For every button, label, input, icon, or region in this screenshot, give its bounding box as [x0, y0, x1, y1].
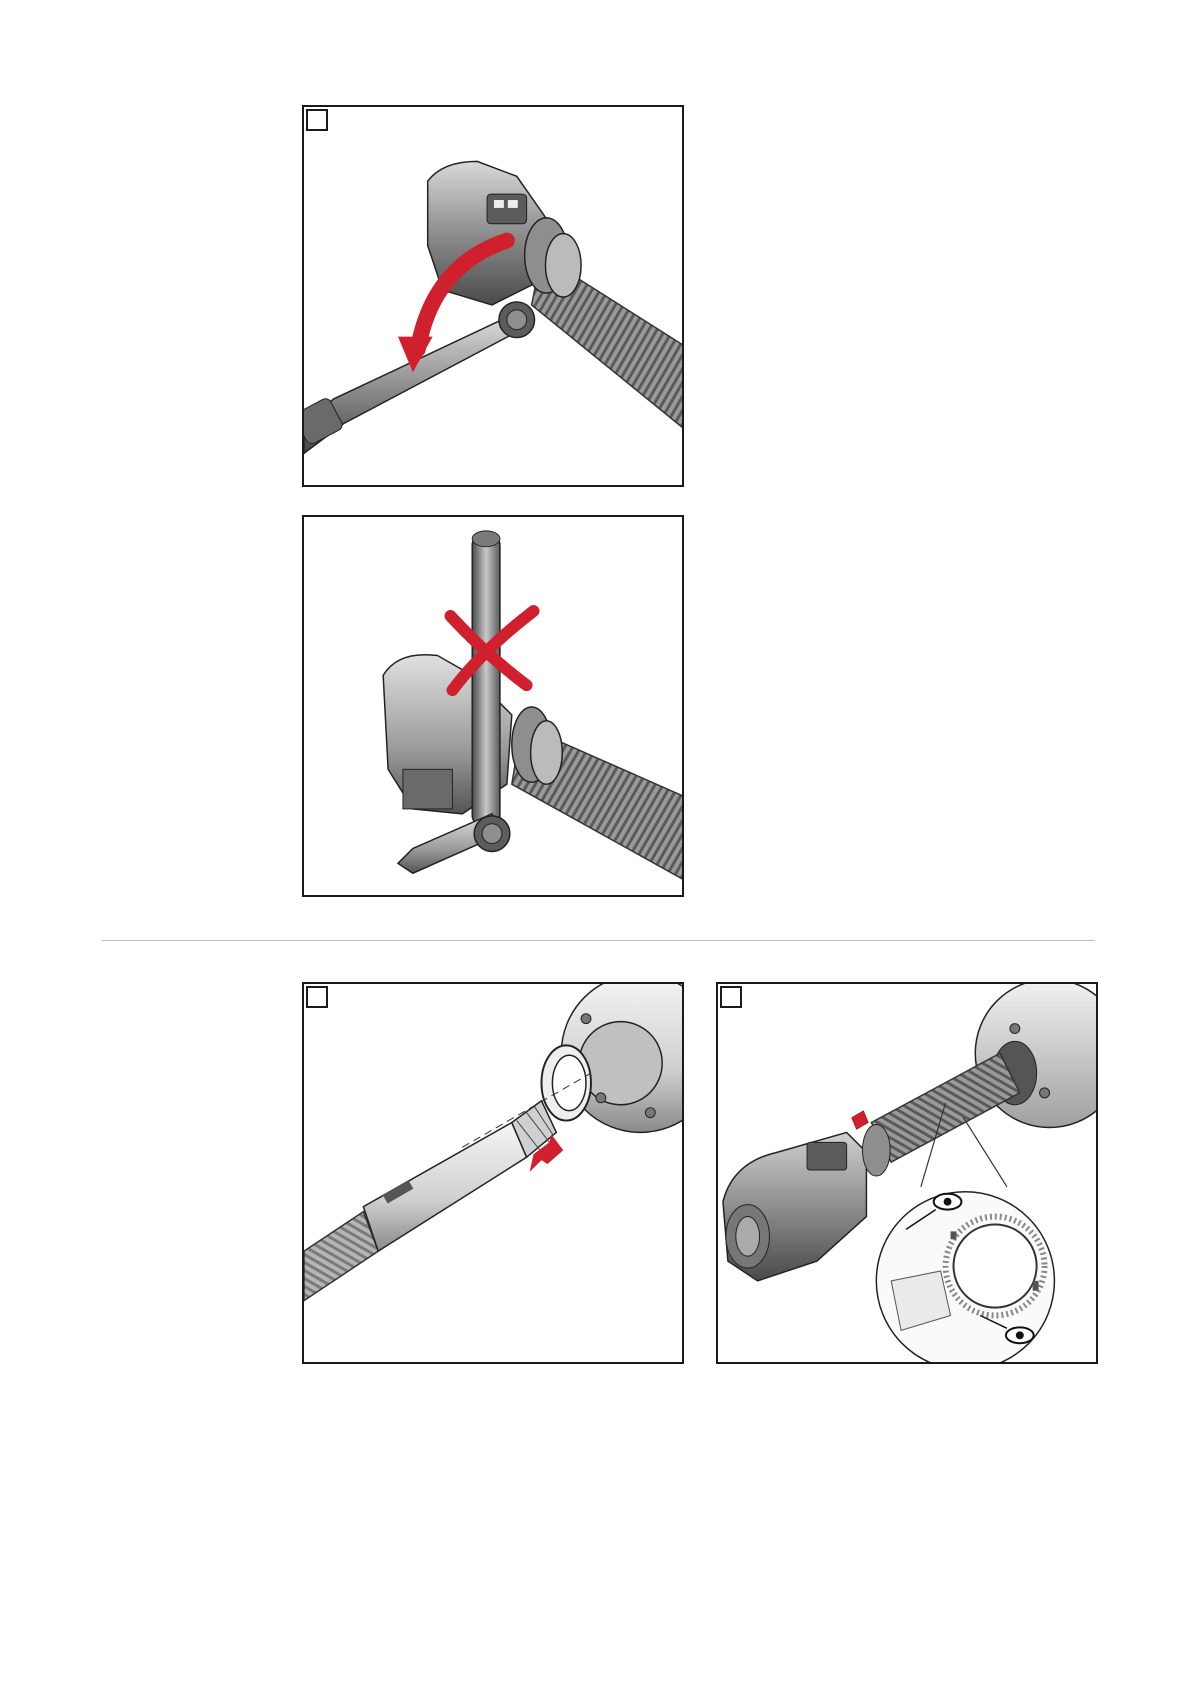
step-checkbox [306, 986, 328, 1008]
eye-icon [1006, 1327, 1034, 1343]
figure-check-locking [716, 982, 1098, 1364]
eye-icon [934, 1194, 962, 1210]
figure-wrench-tighten [302, 105, 684, 487]
section-divider [102, 940, 1095, 941]
check-locking-ring-illustration [718, 984, 1096, 1362]
step-checkbox [720, 986, 742, 1008]
figure-insert-hose [302, 982, 684, 1364]
insert-torch-hose-illustration [304, 984, 682, 1362]
wrench-tighten-illustration [304, 107, 682, 485]
wrench-wrong-position-illustration [304, 517, 682, 895]
figure-wrench-wrong [302, 515, 684, 897]
step-checkbox [306, 109, 328, 131]
